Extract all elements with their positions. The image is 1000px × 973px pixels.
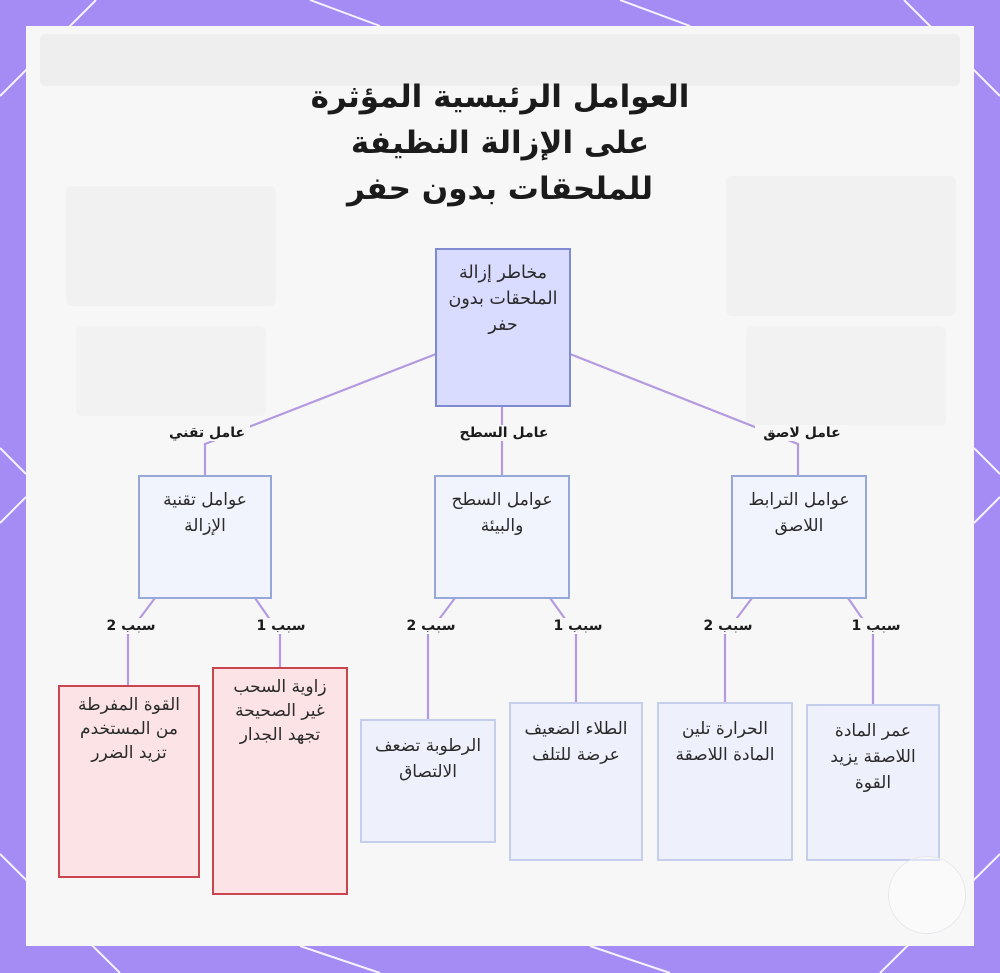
diagram-title: العوامل الرئيسية المؤثرة على الإزالة الن…	[310, 79, 690, 207]
root-node: مخاطر إزالة الملحقات بدون حفر	[435, 248, 571, 407]
edge-label-adhesive-cause2: سبب 2	[693, 618, 763, 634]
cause-node-excessive-force: القوة المفرطة من المستخدم تزيد الضرر	[58, 685, 200, 878]
cause-excessive-force-label: القوة المفرطة من المستخدم تزيد الضرر	[78, 695, 180, 763]
watermark-logo	[888, 856, 966, 934]
cause-humidity-label: الرطوبة تضعف الالتصاق	[374, 736, 482, 782]
factor-technical-label: عوامل تقنية الإزالة	[163, 490, 247, 536]
cause-pull-angle-label: زاوية السحب غير الصحيحة تجهد الجدار	[233, 677, 327, 745]
factor-node-adhesive: عوامل الترابط اللاصق	[731, 475, 867, 599]
edge-label-technical: عامل تقني	[164, 425, 250, 441]
edge-label-surface-cause1: سبب 1	[543, 618, 613, 634]
edge-label-technical-cause1: سبب 1	[246, 618, 316, 634]
cause-node-humidity: الرطوبة تضعف الالتصاق	[360, 719, 496, 843]
cause-heat-label: الحرارة تلين المادة اللاصقة	[675, 719, 775, 765]
factor-adhesive-label: عوامل الترابط اللاصق	[748, 490, 850, 536]
edge-label-surface: عامل السطح	[452, 425, 556, 441]
factor-node-technical: عوامل تقنية الإزالة	[138, 475, 272, 599]
cause-node-heat: الحرارة تلين المادة اللاصقة	[657, 702, 793, 861]
cause-adhesive-age-label: عمر المادة اللاصقة يزيد القوة	[830, 721, 916, 793]
edge-label-adhesive-cause1: سبب 1	[841, 618, 911, 634]
cause-node-weak-paint: الطلاء الضعيف عرضة للتلف	[509, 702, 643, 861]
cause-node-adhesive-age: عمر المادة اللاصقة يزيد القوة	[806, 704, 940, 861]
factor-node-surface: عوامل السطح والبيئة	[434, 475, 570, 599]
factor-surface-label: عوامل السطح والبيئة	[451, 490, 553, 536]
cause-weak-paint-label: الطلاء الضعيف عرضة للتلف	[524, 719, 628, 765]
edge-label-adhesive: عامل لاصق	[755, 425, 849, 441]
edge-label-surface-cause2: سبب 2	[396, 618, 466, 634]
edge-label-technical-cause2: سبب 2	[96, 618, 166, 634]
root-node-label: مخاطر إزالة الملحقات بدون حفر	[448, 263, 558, 335]
cause-node-pull-angle: زاوية السحب غير الصحيحة تجهد الجدار	[212, 667, 348, 895]
